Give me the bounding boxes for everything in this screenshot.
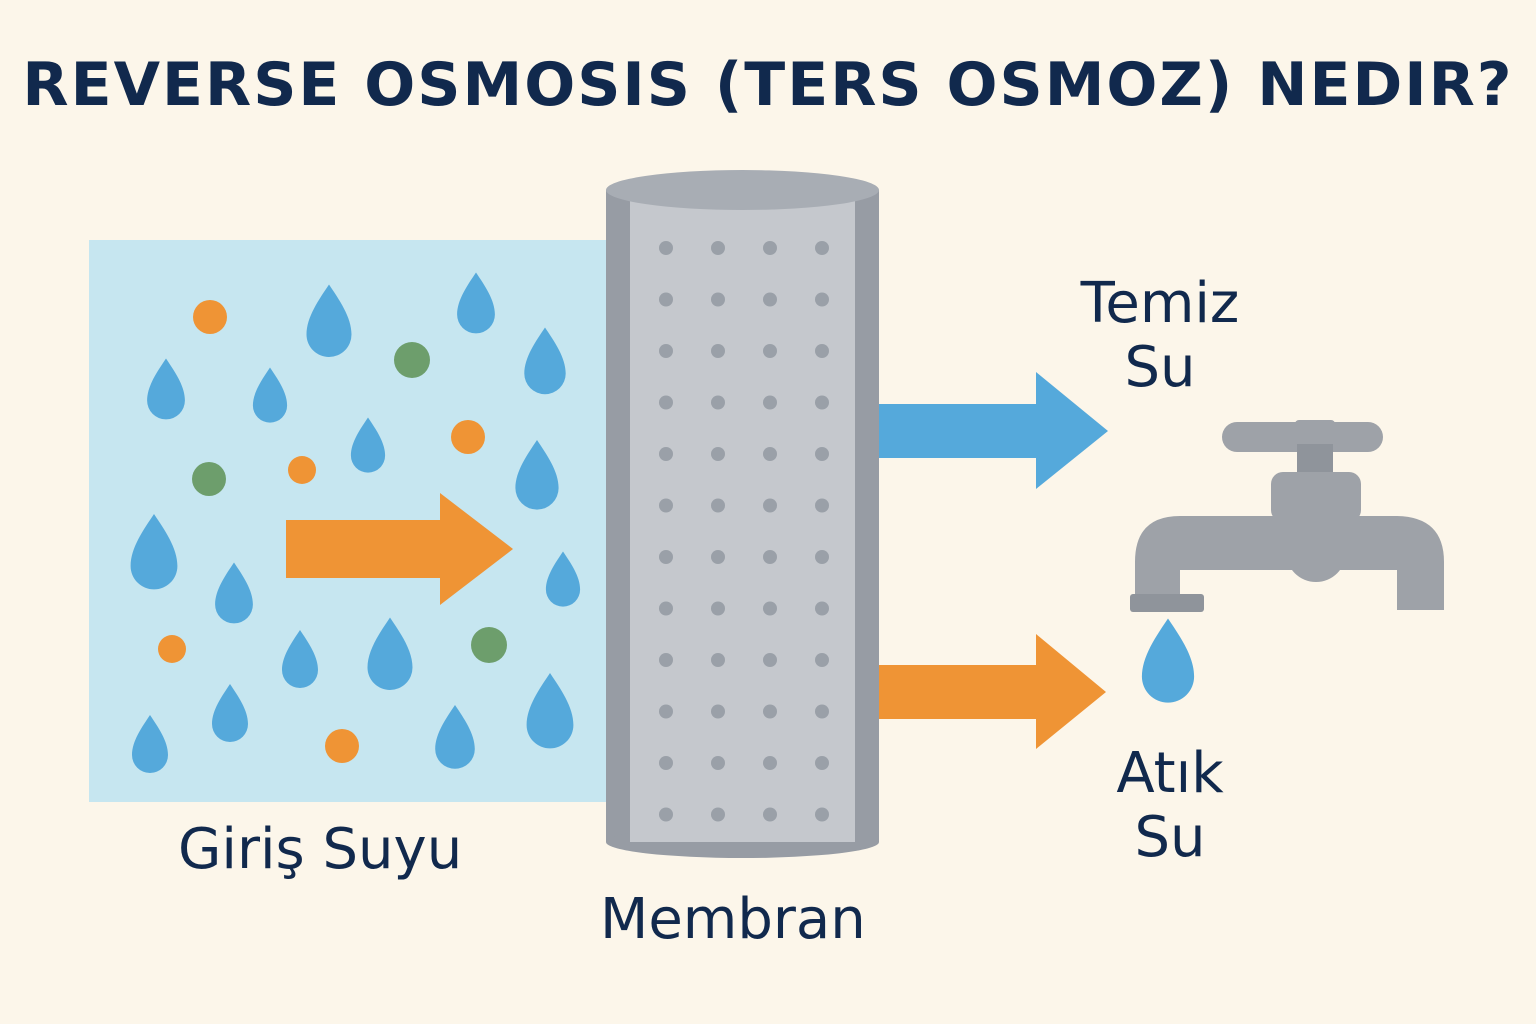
- membrane-pore: [763, 395, 777, 410]
- membrane-pore: [763, 292, 777, 307]
- membrane-pore: [659, 447, 673, 461]
- membrane-pore: [815, 447, 829, 461]
- membrane-pore: [659, 344, 673, 358]
- membrane-pore: [711, 601, 725, 616]
- membrane-pore: [711, 292, 725, 307]
- orange-particle: [193, 300, 227, 334]
- water-drop-icon: [1141, 618, 1195, 703]
- membrane-pore: [763, 344, 777, 358]
- membrane-pore: [659, 292, 673, 307]
- green-particle: [471, 627, 507, 663]
- orange-particle: [158, 635, 186, 663]
- green-particle: [394, 342, 430, 378]
- membrane-pore: [815, 395, 829, 410]
- membrane-pore: [711, 653, 725, 667]
- faucet-icon: [1130, 420, 1444, 612]
- membrane-pore: [711, 807, 725, 822]
- membrane-pore: [763, 241, 777, 255]
- membrane-pore: [659, 756, 673, 770]
- membrane-pore: [711, 241, 725, 255]
- membrane-pore: [815, 292, 829, 307]
- membrane-pore: [815, 601, 829, 616]
- membrane-label: Membran: [600, 887, 866, 952]
- membrane-pore: [815, 550, 829, 564]
- membrane-pore: [711, 756, 725, 770]
- membrane-pore: [763, 807, 777, 822]
- membrane-pore: [815, 807, 829, 822]
- waste-water-label-line1: Atık: [1116, 741, 1224, 806]
- membrane-pore: [815, 653, 829, 667]
- orange-particle: [288, 456, 316, 484]
- clean-water-arrow-icon: [879, 372, 1108, 489]
- membrane-pore: [659, 395, 673, 410]
- membrane-pore: [659, 550, 673, 564]
- membrane-pore: [815, 344, 829, 358]
- membrane-pore: [659, 653, 673, 667]
- membrane-pore: [763, 498, 777, 513]
- membrane-pore: [815, 498, 829, 513]
- clean-water-label-line2: Su: [1124, 335, 1196, 401]
- membrane-pore: [763, 447, 777, 461]
- membrane-pore: [711, 395, 725, 410]
- orange-particle: [451, 420, 485, 454]
- membrane-pore: [711, 344, 725, 358]
- membrane-pore: [659, 807, 673, 822]
- membrane-pore: [815, 241, 829, 255]
- membrane-cylinder: [606, 170, 879, 858]
- membrane-pore: [659, 241, 673, 255]
- orange-particle: [325, 729, 359, 763]
- membrane-pore: [711, 498, 725, 513]
- input-water-label: Giriş Suyu: [178, 817, 463, 882]
- waste-water-label-line2: Su: [1134, 805, 1206, 871]
- input-flow-arrow-icon: [286, 493, 513, 605]
- input-water-contents: [130, 272, 581, 773]
- membrane-pores: [659, 241, 829, 822]
- membrane-pore: [815, 756, 829, 770]
- membrane-pore: [815, 704, 829, 719]
- membrane-pore: [763, 601, 777, 616]
- membrane-pore: [659, 601, 673, 616]
- membrane-pore: [763, 550, 777, 564]
- page-title: REVERSE OSMOSIS (TERS OSMOZ) NEDIR?: [22, 50, 1514, 120]
- membrane-pore: [711, 550, 725, 564]
- membrane-pore: [763, 756, 777, 770]
- membrane-pore: [711, 447, 725, 461]
- membrane-pore: [659, 704, 673, 719]
- membrane-pore: [711, 704, 725, 719]
- waste-water-label: Atık Su: [1070, 741, 1270, 871]
- green-particle: [192, 462, 226, 496]
- membrane-pore: [763, 653, 777, 667]
- clean-water-label: Temiz Su: [1060, 271, 1260, 401]
- clean-water-label-line1: Temiz: [1080, 271, 1240, 336]
- membrane-pore: [659, 498, 673, 513]
- membrane-pore: [763, 704, 777, 719]
- waste-water-arrow-icon: [879, 634, 1106, 749]
